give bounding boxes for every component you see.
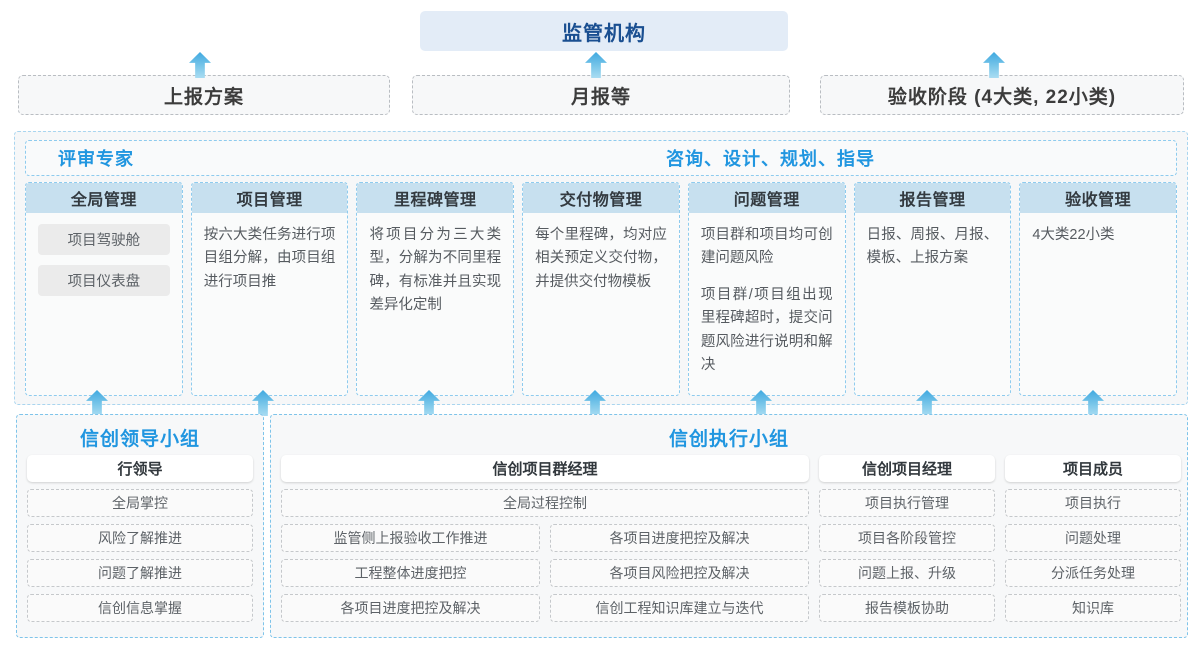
task-item[interactable]: 工程整体进度把控 xyxy=(281,559,540,587)
capability-column-global[interactable]: 全局管理 项目驾驶舱 项目仪表盘 xyxy=(25,182,183,396)
column-title: 里程碑管理 xyxy=(357,183,514,213)
capability-column-deliverable[interactable]: 交付物管理 每个里程碑，均对应相关预定义交付物，并提供交付物模板 xyxy=(522,182,680,396)
task-item[interactable]: 各项目进度把控及解决 xyxy=(550,524,809,552)
task-item-span[interactable]: 全局过程控制 xyxy=(281,489,809,517)
task-item[interactable]: 项目执行 xyxy=(1005,489,1181,517)
column-paragraph: 每个里程碑，均对应相关预定义交付物，并提供交付物模板 xyxy=(535,227,667,290)
column-paragraph: 项目群和项目均可创建问题风险 xyxy=(700,227,833,267)
task-item[interactable]: 各项目进度把控及解决 xyxy=(281,594,540,622)
column-body: 将项目分为三大类型，分解为不同里程碑，有标准并且实现差异化定制 xyxy=(357,213,513,395)
task-item[interactable]: 项目执行管理 xyxy=(819,489,995,517)
program-manager-task-col-left: 监管侧上报验收工作推进 工程整体进度把控 各项目进度把控及解决 xyxy=(281,517,540,622)
column-title: 项目管理 xyxy=(191,183,348,213)
top-deliverable-box-2: 验收阶段 (4大类, 22小类) xyxy=(820,75,1184,115)
task-item[interactable]: 信创工程知识库建立与迭代 xyxy=(550,594,809,622)
execution-group-section: 信创执行小组 信创项目群经理 全局过程控制 监管侧上报验收工作推进 工程整体进度… xyxy=(270,414,1188,638)
role-header[interactable]: 行领导 xyxy=(27,455,253,482)
capability-column-issue[interactable]: 问题管理 项目群和项目均可创建问题风险 项目群/项目组出现里程碑超时，提交问题风… xyxy=(687,182,846,396)
column-title: 交付物管理 xyxy=(523,183,679,213)
column-title: 问题管理 xyxy=(688,183,845,213)
column-title: 报告管理 xyxy=(854,183,1011,213)
advisory-band: 评审专家 咨询、设计、规划、指导 xyxy=(25,140,1177,176)
task-item[interactable]: 各项目风险把控及解决 xyxy=(550,559,809,587)
column-body: 4大类22小类 xyxy=(1020,213,1176,395)
program-manager-task-col-right: 各项目进度把控及解决 各项目风险把控及解决 信创工程知识库建立与迭代 xyxy=(550,517,809,622)
role-header[interactable]: 信创项目群经理 xyxy=(281,455,809,482)
column-title: 验收管理 xyxy=(1020,183,1177,213)
advisory-label-services: 咨询、设计、规划、指导 xyxy=(666,149,875,169)
task-item[interactable]: 监管侧上报验收工作推进 xyxy=(281,524,540,552)
regulator-box: 监管机构 xyxy=(420,11,788,51)
program-manager-task-grid: 监管侧上报验收工作推进 工程整体进度把控 各项目进度把控及解决 各项目进度把控及… xyxy=(281,517,809,622)
task-item[interactable]: 分派任务处理 xyxy=(1005,559,1181,587)
group-title: 信创执行小组 xyxy=(668,429,789,450)
task-item[interactable]: 问题上报、升级 xyxy=(819,559,995,587)
capability-pill[interactable]: 项目驾驶舱 xyxy=(38,224,170,255)
capability-pill[interactable]: 项目仪表盘 xyxy=(38,265,170,296)
role-column-member: 项目成员 项目执行 问题处理 分派任务处理 知识库 xyxy=(1005,455,1181,622)
column-body: 每个里程碑，均对应相关预定义交付物，并提供交付物模板 xyxy=(523,213,679,395)
capability-column-project[interactable]: 项目管理 按六大类任务进行项目组分解，由项目组进行项目推 xyxy=(190,182,349,396)
column-body: 按六大类任务进行项目组分解，由项目组进行项目推 xyxy=(192,213,348,395)
column-paragraph: 将项目分为三大类型，分解为不同里程碑，有标准并且实现差异化定制 xyxy=(369,227,502,314)
column-paragraph: 日报、周报、月报、模板、上报方案 xyxy=(866,227,999,267)
capability-column-list: 全局管理 项目驾驶舱 项目仪表盘 项目管理 按六大类任务进行项目组分解，由项目组… xyxy=(25,182,1178,396)
execution-group-body: 信创项目群经理 全局过程控制 监管侧上报验收工作推进 工程整体进度把控 各项目进… xyxy=(271,455,1187,622)
task-item[interactable]: 问题处理 xyxy=(1005,524,1181,552)
task-item[interactable]: 报告模板协助 xyxy=(819,594,995,622)
advisory-label-experts: 评审专家 xyxy=(58,149,134,169)
column-paragraph: 4大类22小类 xyxy=(1032,227,1115,243)
column-body: 项目驾驶舱 项目仪表盘 xyxy=(26,213,182,395)
column-title: 全局管理 xyxy=(26,183,182,213)
column-paragraph: 按六大类任务进行项目组分解，由项目组进行项目推 xyxy=(203,227,336,290)
role-header[interactable]: 信创项目经理 xyxy=(819,455,995,482)
capability-column-acceptance[interactable]: 验收管理 4大类22小类 xyxy=(1019,182,1178,396)
task-item[interactable]: 全局掌控 xyxy=(27,489,253,517)
role-column-project-manager: 信创项目经理 项目执行管理 项目各阶段管控 问题上报、升级 报告模板协助 xyxy=(819,455,995,622)
task-item[interactable]: 知识库 xyxy=(1005,594,1181,622)
column-body: 日报、周报、月报、模板、上报方案 xyxy=(855,213,1011,395)
top-deliverable-box-0: 上报方案 xyxy=(18,75,390,115)
leadership-group-body: 行领导 全局掌控 风险了解推进 问题了解推进 信创信息掌握 xyxy=(17,455,263,622)
top-deliverable-box-1: 月报等 xyxy=(412,75,790,115)
column-body: 项目群和项目均可创建问题风险 项目群/项目组出现里程碑超时，提交问题风险进行说明… xyxy=(689,213,845,395)
role-header[interactable]: 项目成员 xyxy=(1005,455,1181,482)
capability-column-report[interactable]: 报告管理 日报、周报、月报、模板、上报方案 xyxy=(853,182,1012,396)
leadership-group-section: 信创领导小组 行领导 全局掌控 风险了解推进 问题了解推进 信创信息掌握 xyxy=(16,414,264,638)
task-item[interactable]: 问题了解推进 xyxy=(27,559,253,587)
column-paragraph: 项目群/项目组出现里程碑超时，提交问题风险进行说明和解决 xyxy=(700,286,833,374)
task-item[interactable]: 风险了解推进 xyxy=(27,524,253,552)
platform-capability-section: 评审专家 咨询、设计、规划、指导 全局管理 项目驾驶舱 项目仪表盘 项目管理 按… xyxy=(14,131,1188,405)
task-item[interactable]: 信创信息掌握 xyxy=(27,594,253,622)
task-item[interactable]: 项目各阶段管控 xyxy=(819,524,995,552)
role-column-program-manager: 信创项目群经理 全局过程控制 监管侧上报验收工作推进 工程整体进度把控 各项目进… xyxy=(281,455,809,622)
capability-column-milestone[interactable]: 里程碑管理 将项目分为三大类型，分解为不同里程碑，有标准并且实现差异化定制 xyxy=(356,182,515,396)
group-title: 信创领导小组 xyxy=(79,429,200,450)
